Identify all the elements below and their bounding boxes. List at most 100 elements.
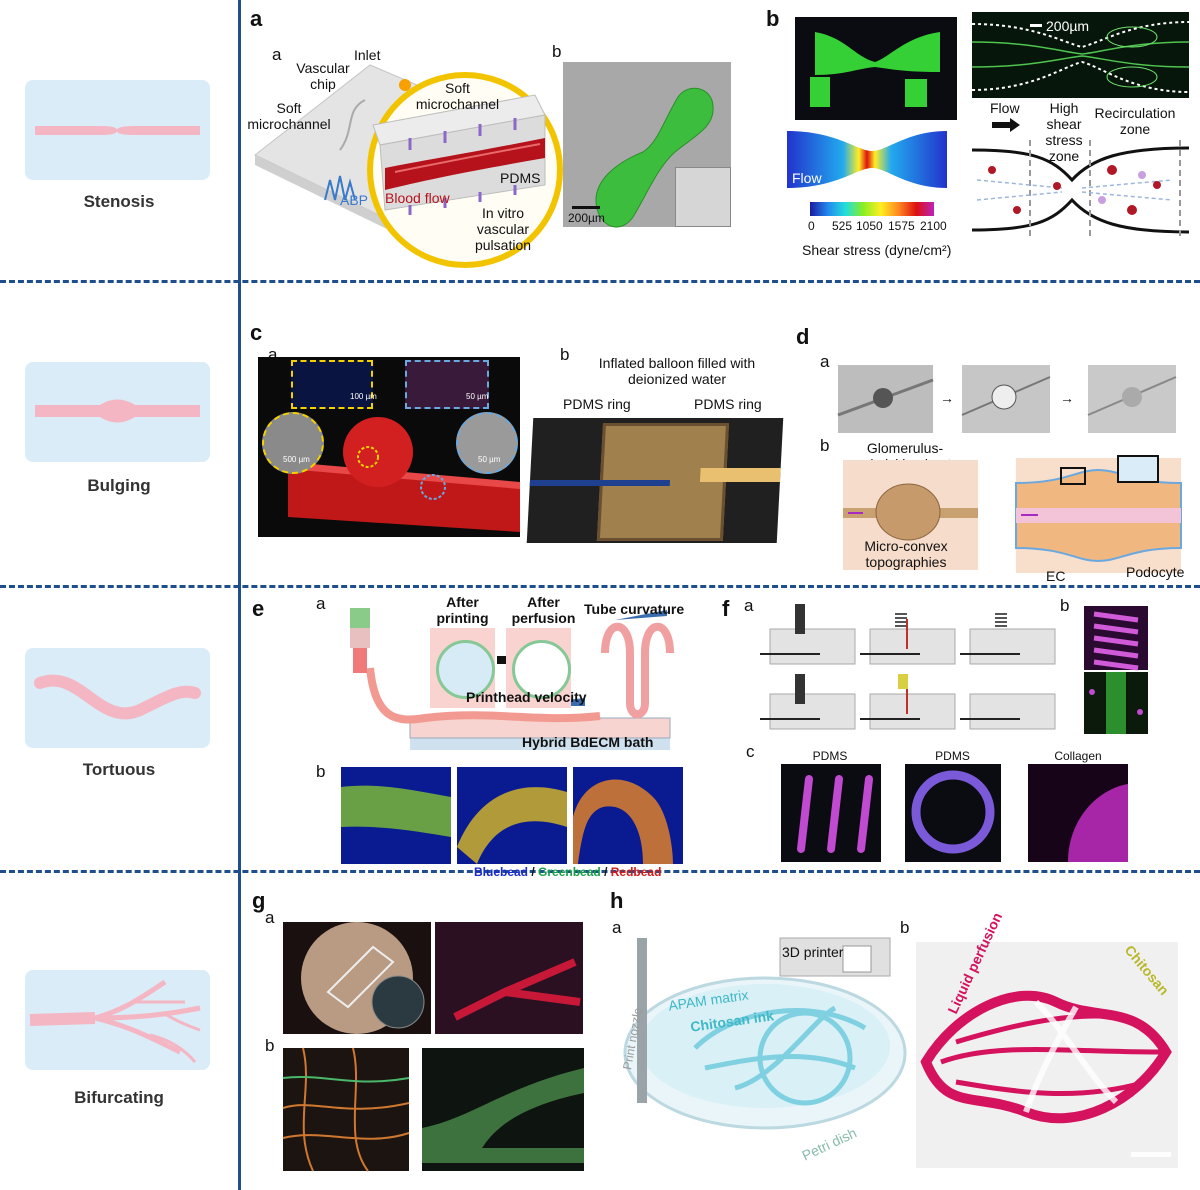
helix-pattern — [1084, 606, 1148, 670]
tight-curve-fluoro — [573, 767, 683, 864]
legend-sep-2: / — [601, 865, 611, 879]
arrow-d-2: → — [1060, 390, 1074, 406]
vascular-network-fluoro — [283, 1048, 409, 1171]
label-f-c-1: PDMS — [780, 750, 880, 764]
panel-c-sub-b: b — [560, 345, 569, 365]
scale-bar-b — [1030, 24, 1042, 27]
green-stenosis-3d-model — [563, 62, 731, 227]
panel-e-sub-b: b — [316, 762, 325, 782]
legend-redbead: Redbead — [611, 865, 662, 879]
flow-zones-diagram — [972, 140, 1189, 240]
label-soft-microchannel-left: Soft microchannel — [243, 100, 335, 132]
helical-channel-cells — [1084, 672, 1148, 734]
row-divider-1 — [0, 280, 1200, 283]
sem-inset-yellow — [262, 412, 324, 474]
collagen-fluoro — [1028, 764, 1128, 862]
tube-band-1 — [341, 767, 451, 864]
colorbar-tick-2: 1050 — [856, 220, 883, 234]
panel-g-sub-a: a — [265, 908, 274, 928]
balloon-device-photo — [527, 418, 784, 543]
bulging-schematic — [25, 362, 210, 462]
pdms-channels — [781, 764, 881, 862]
podocyte-sketch — [1016, 458, 1181, 573]
collagen-arc — [1028, 764, 1128, 862]
coil-template-steps — [760, 604, 1050, 734]
label-micro-convex: Micro-convex topographies — [856, 538, 956, 570]
label-3d-printer: 3D printer — [782, 944, 843, 960]
bifurcating-schematic — [25, 970, 210, 1070]
bulging-vessel-icon — [25, 362, 210, 462]
arrow-d-1: → — [940, 390, 954, 406]
cd31-inset-yellow — [291, 360, 373, 409]
label-inflated-balloon: Inflated balloon filled with deionized w… — [592, 355, 762, 387]
pdms-ring — [905, 764, 1001, 862]
label-pdms: PDMS — [500, 170, 540, 186]
panel-f-sub-a: a — [744, 596, 753, 616]
panel-g-letter: g — [252, 888, 265, 914]
flow-arrow-icon — [992, 118, 1022, 132]
panel-f-letter: f — [722, 596, 729, 622]
label-pdms-ring-left: PDMS ring — [563, 396, 631, 412]
label-after-printing: After printing — [430, 594, 495, 626]
tube-band-3 — [573, 767, 683, 864]
tortuous-schematic — [25, 648, 210, 748]
colorbar-tick-1: 525 — [832, 220, 852, 234]
bead-legend: Bluebead / Greenbead / Redbead — [474, 865, 661, 879]
panel-h-sub-a: a — [612, 918, 621, 938]
scale-bar-a — [572, 206, 600, 209]
bifurcation-vessel-photo — [435, 922, 583, 1034]
legend-sep-1: / — [528, 865, 538, 879]
row-divider-2 — [0, 585, 1200, 588]
podocyte-diagram — [1016, 458, 1181, 573]
bifurcation-chip-photo — [283, 922, 431, 1034]
scale-label-a: 200µm — [568, 212, 605, 226]
stenosis-schematic — [25, 80, 210, 180]
row-label-bifurcating: Bifurcating — [0, 1088, 238, 1108]
bifurcated-lumen-fluoro — [422, 1048, 584, 1171]
label-flow-cfd: Flow — [792, 170, 822, 186]
chip-photo-inset — [675, 167, 731, 227]
green-vessel-3d — [795, 17, 957, 120]
label-recirculation-zone: Recirculation zone — [1092, 105, 1178, 137]
label-abp: ABP — [340, 192, 368, 208]
colorbar-label: Shear stress (dyne/cm²) — [802, 242, 951, 258]
y-vessel — [435, 922, 583, 1034]
label-hybrid-bath: Hybrid BdECM bath — [522, 734, 653, 750]
row-label-tortuous: Tortuous — [0, 760, 238, 780]
pdms-channels-fluoro — [781, 764, 881, 862]
label-tube-curvature: Tube curvature — [584, 601, 684, 617]
capillary-mesh — [283, 1048, 409, 1171]
lumen-branches — [422, 1048, 584, 1171]
label-vascular-chip: Vascular chip — [288, 60, 358, 92]
label-pdms-ring-right: PDMS ring — [694, 396, 762, 412]
scale-c-2: 50 µm — [466, 392, 488, 401]
colorbar-tick-4: 2100 — [920, 220, 947, 234]
scale-c-3: 500 µm — [283, 455, 310, 464]
panel-b-letter: b — [766, 6, 779, 32]
stenosis-vessel-icon — [25, 80, 210, 180]
scale-c-1: 100 µm — [350, 392, 377, 401]
label-soft-microchannel-right: Soft microchannel — [410, 80, 505, 112]
printing-schematic — [615, 938, 905, 1163]
panel-a-letter: a — [250, 6, 262, 32]
panel-f-sub-b: b — [1060, 596, 1069, 616]
straight-tube-fluoro — [341, 767, 451, 864]
colorbar-tick-0: 0 — [808, 220, 815, 234]
row-label-bulging: Bulging — [0, 476, 238, 496]
label-blood-flow: Blood flow — [385, 190, 450, 206]
tube-band-2 — [457, 767, 567, 864]
panel-d-letter: d — [796, 324, 809, 350]
panel-d-sub-b: b — [820, 436, 829, 456]
panel-c-letter: c — [250, 320, 262, 346]
label-printhead-velocity: Printhead velocity — [466, 689, 587, 705]
scale-c-4: 50 µm — [478, 455, 500, 464]
tortuous-vessel-icon — [25, 648, 210, 748]
cells-pattern — [1084, 672, 1148, 734]
knot-2 — [962, 365, 1050, 433]
curved-tube-fluoro — [457, 767, 567, 864]
pdms-ring-fluoro — [905, 764, 1001, 862]
row-label-stenosis: Stenosis — [0, 192, 238, 212]
sem-inset-blue — [456, 412, 518, 474]
coil-steps-illustration — [760, 604, 1050, 734]
scale-label-b: 200µm — [1046, 18, 1089, 34]
